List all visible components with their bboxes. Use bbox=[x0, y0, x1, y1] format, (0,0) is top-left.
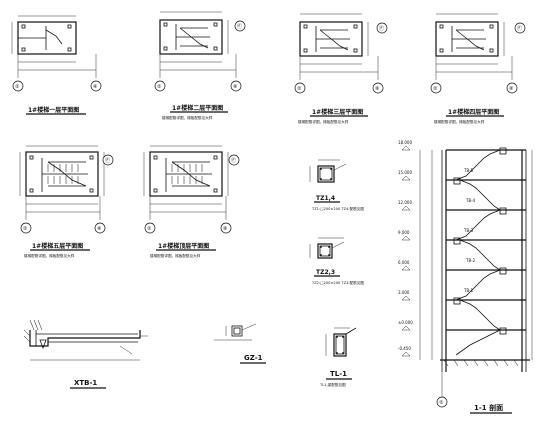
plan-2-title: 1#楼梯二层平面图 bbox=[172, 104, 223, 112]
beam-detail-tl-1: TL-1 TL1,梁配筋见图 bbox=[319, 327, 357, 387]
tl-note: TL1,梁配筋见图 bbox=[319, 382, 346, 387]
stair-plan-floor-2: Ⓕ ② ⑧ 1#楼梯二层平面图 楼梯配筋详图，梯板配筋见大样 bbox=[154, 11, 246, 120]
column-tz1-4-label: TZ1,4 bbox=[316, 195, 335, 202]
column-section-tz1-4: TZ1,4 TZ1:□200×200 TZ4:配筋见图 bbox=[309, 159, 364, 211]
plan-3-axis-side: Ⓕ bbox=[379, 25, 384, 32]
plan-4-note: 楼梯配筋详图，梯板配筋见大样 bbox=[434, 119, 485, 124]
plan-5-axis-left: ② bbox=[23, 226, 28, 232]
plan-2-note: 楼梯配筋详图，梯板配筋见大样 bbox=[162, 115, 213, 120]
plan-1-title: 1#楼梯一层平面图 bbox=[28, 106, 79, 114]
column-detail-gz-1: GZ-1 bbox=[214, 323, 266, 364]
section-flight-2: TB-4 bbox=[465, 198, 476, 203]
column-tz2-3-note: TZ2:□200×200 TZ3:配筋见图 bbox=[311, 280, 364, 285]
plan-3-axis-right: ⑧ bbox=[375, 86, 380, 92]
tl-label: TL-1 bbox=[330, 370, 347, 378]
plan-5-axis-right: ⑧ bbox=[97, 226, 102, 232]
plan-5-note: 楼梯配筋详图，梯板配筋见大样 bbox=[24, 253, 75, 258]
plan-2-axis-left: ② bbox=[157, 84, 162, 90]
section-title: 1-1 剖面 bbox=[474, 403, 503, 412]
plan-4-axis-left: ② bbox=[433, 86, 438, 92]
gz-label: GZ-1 bbox=[244, 354, 263, 362]
section-flight-3: TB-3 bbox=[463, 228, 474, 233]
plan-6-note: 楼梯配筋详图，梯板配筋见大样 bbox=[150, 253, 201, 258]
plan-4-axis-right: ⑧ bbox=[509, 86, 514, 92]
section-flight-1: TB-5 bbox=[463, 168, 474, 173]
stair-plan-floor-3: Ⓕ ② ⑧ 1#楼梯三层平面图 楼梯配筋详图，梯板配筋见大样 bbox=[294, 13, 388, 124]
plan-2-axis-right: ⑧ bbox=[233, 84, 238, 90]
column-tz1-4-note: TZ1:□200×200 TZ4:配筋见图 bbox=[311, 206, 364, 211]
section-level-2: 15.000 bbox=[398, 170, 412, 175]
stair-plan-floor-5: Ⓕ ② ⑧ 1#楼梯五层平面图 楼梯配筋详图，梯板配筋见大样 bbox=[19, 145, 114, 258]
plan-3-axis-left: ② bbox=[297, 86, 302, 92]
section-level-5: 6.000 bbox=[398, 260, 410, 265]
plan-4-axis-side: Ⓕ bbox=[517, 25, 522, 32]
plan-6-title: 1#楼梯顶层平面图 bbox=[158, 242, 209, 250]
section-level-7: ±0.000 bbox=[398, 320, 413, 325]
column-tz2-3-label: TZ2,3 bbox=[316, 269, 335, 276]
section-level-6: 3.000 bbox=[398, 290, 410, 295]
section-axis: ② bbox=[439, 400, 444, 406]
plan-6-axis-left: ② bbox=[147, 226, 152, 232]
plan-1-axis-left: ② bbox=[15, 84, 20, 90]
section-level-3: 12.000 bbox=[398, 200, 412, 205]
section-level-4: 9.000 bbox=[398, 230, 410, 235]
plan-3-note: 楼梯配筋详图，梯板配筋见大样 bbox=[298, 119, 349, 124]
plan-5-axis-side: Ⓕ bbox=[105, 157, 110, 164]
stair-plan-top-floor: Ⓕ ② ⑧ 1#楼梯顶层平面图 楼梯配筋详图，梯板配筋见大样 bbox=[143, 145, 240, 258]
plan-4-title: 1#楼梯四层平面图 bbox=[448, 108, 499, 116]
section-level-8: -0.450 bbox=[398, 346, 411, 351]
slab-detail-xtb-1: XTB-1 bbox=[23, 319, 148, 389]
xtb-label: XTB-1 bbox=[74, 379, 97, 387]
plan-1-axis-right: ⑧ bbox=[93, 84, 98, 90]
column-section-tz2-3: TZ2,3 TZ2:□200×200 TZ3:配筋见图 bbox=[309, 237, 364, 285]
plan-6-axis-right: ⑧ bbox=[223, 226, 228, 232]
plan-3-title: 1#楼梯三层平面图 bbox=[312, 108, 363, 116]
stair-section-1-1: 18.000 15.000 12.000 9.000 6.000 3.000 ±… bbox=[398, 140, 533, 414]
plan-6-axis-side: Ⓕ bbox=[231, 157, 236, 164]
stair-plan-floor-1: ② ⑧ 1#楼梯一层平面图 bbox=[11, 15, 102, 115]
plan-5-title: 1#楼梯五层平面图 bbox=[32, 242, 83, 250]
stair-plan-floor-4: Ⓕ ② ⑧ 1#楼梯四层平面图 楼梯配筋详图，梯板配筋见大样 bbox=[430, 13, 526, 124]
section-level-1: 18.000 bbox=[398, 140, 412, 145]
section-flight-4: TB-2 bbox=[465, 258, 476, 263]
plan-2-axis-side: Ⓕ bbox=[237, 23, 242, 30]
section-flight-5: TB-1 bbox=[463, 288, 474, 293]
